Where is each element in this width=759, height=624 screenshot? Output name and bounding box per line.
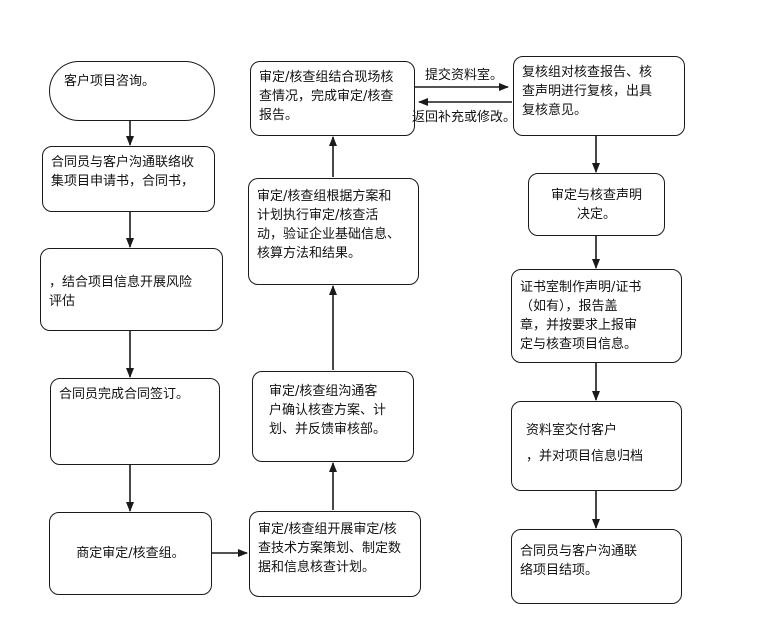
- node-technical-plan: 审定/核查组开展审定/核 查技术方案策划、制定数 据和信息核查计划。: [249, 511, 421, 597]
- node-deliver-archive: 资料室交付客户 ，并对项目信息归档: [511, 401, 682, 491]
- edge-label-submit: 提交资料室。: [425, 68, 504, 83]
- edge-label-return: 返回补充或修改。: [412, 110, 517, 125]
- node-review: 复核组对核查报告、核 查声明进行复核，出具 复核意见。: [513, 56, 685, 136]
- node-assign-team: 商定审定/核查组。: [49, 512, 212, 595]
- node-decision: 审定与核查声明 决定。: [528, 173, 665, 236]
- node-close-project: 合同员与客户沟通联 络项目结项。: [511, 529, 682, 604]
- node-risk-assessment: ，结合项目信息开展风险 评估: [40, 248, 223, 331]
- node-client-consultation: 客户项目咨询。: [49, 61, 215, 121]
- node-confirm-plan: 审定/核查组沟通客 户确认核查方案、计 划、并反馈审核部。: [252, 371, 414, 462]
- node-contract-signing: 合同员完成合同签订。: [50, 378, 220, 465]
- node-complete-report: 审定/核查组结合现场核 查情况，完成审定/核查 报告。: [250, 61, 415, 136]
- node-certificate: 证书室制作声明/证书 （如有），报告盖 章，并按要求上报审 定与核查项目信息。: [511, 269, 682, 363]
- node-execute-verification: 审定/核查组根据方案和 计划执行审定/核查活 动，验证企业基础信息、 核算方法和…: [248, 178, 419, 285]
- node-collect-application: 合同员与客户沟通联络收 集项目申请书，合同书，: [42, 146, 215, 212]
